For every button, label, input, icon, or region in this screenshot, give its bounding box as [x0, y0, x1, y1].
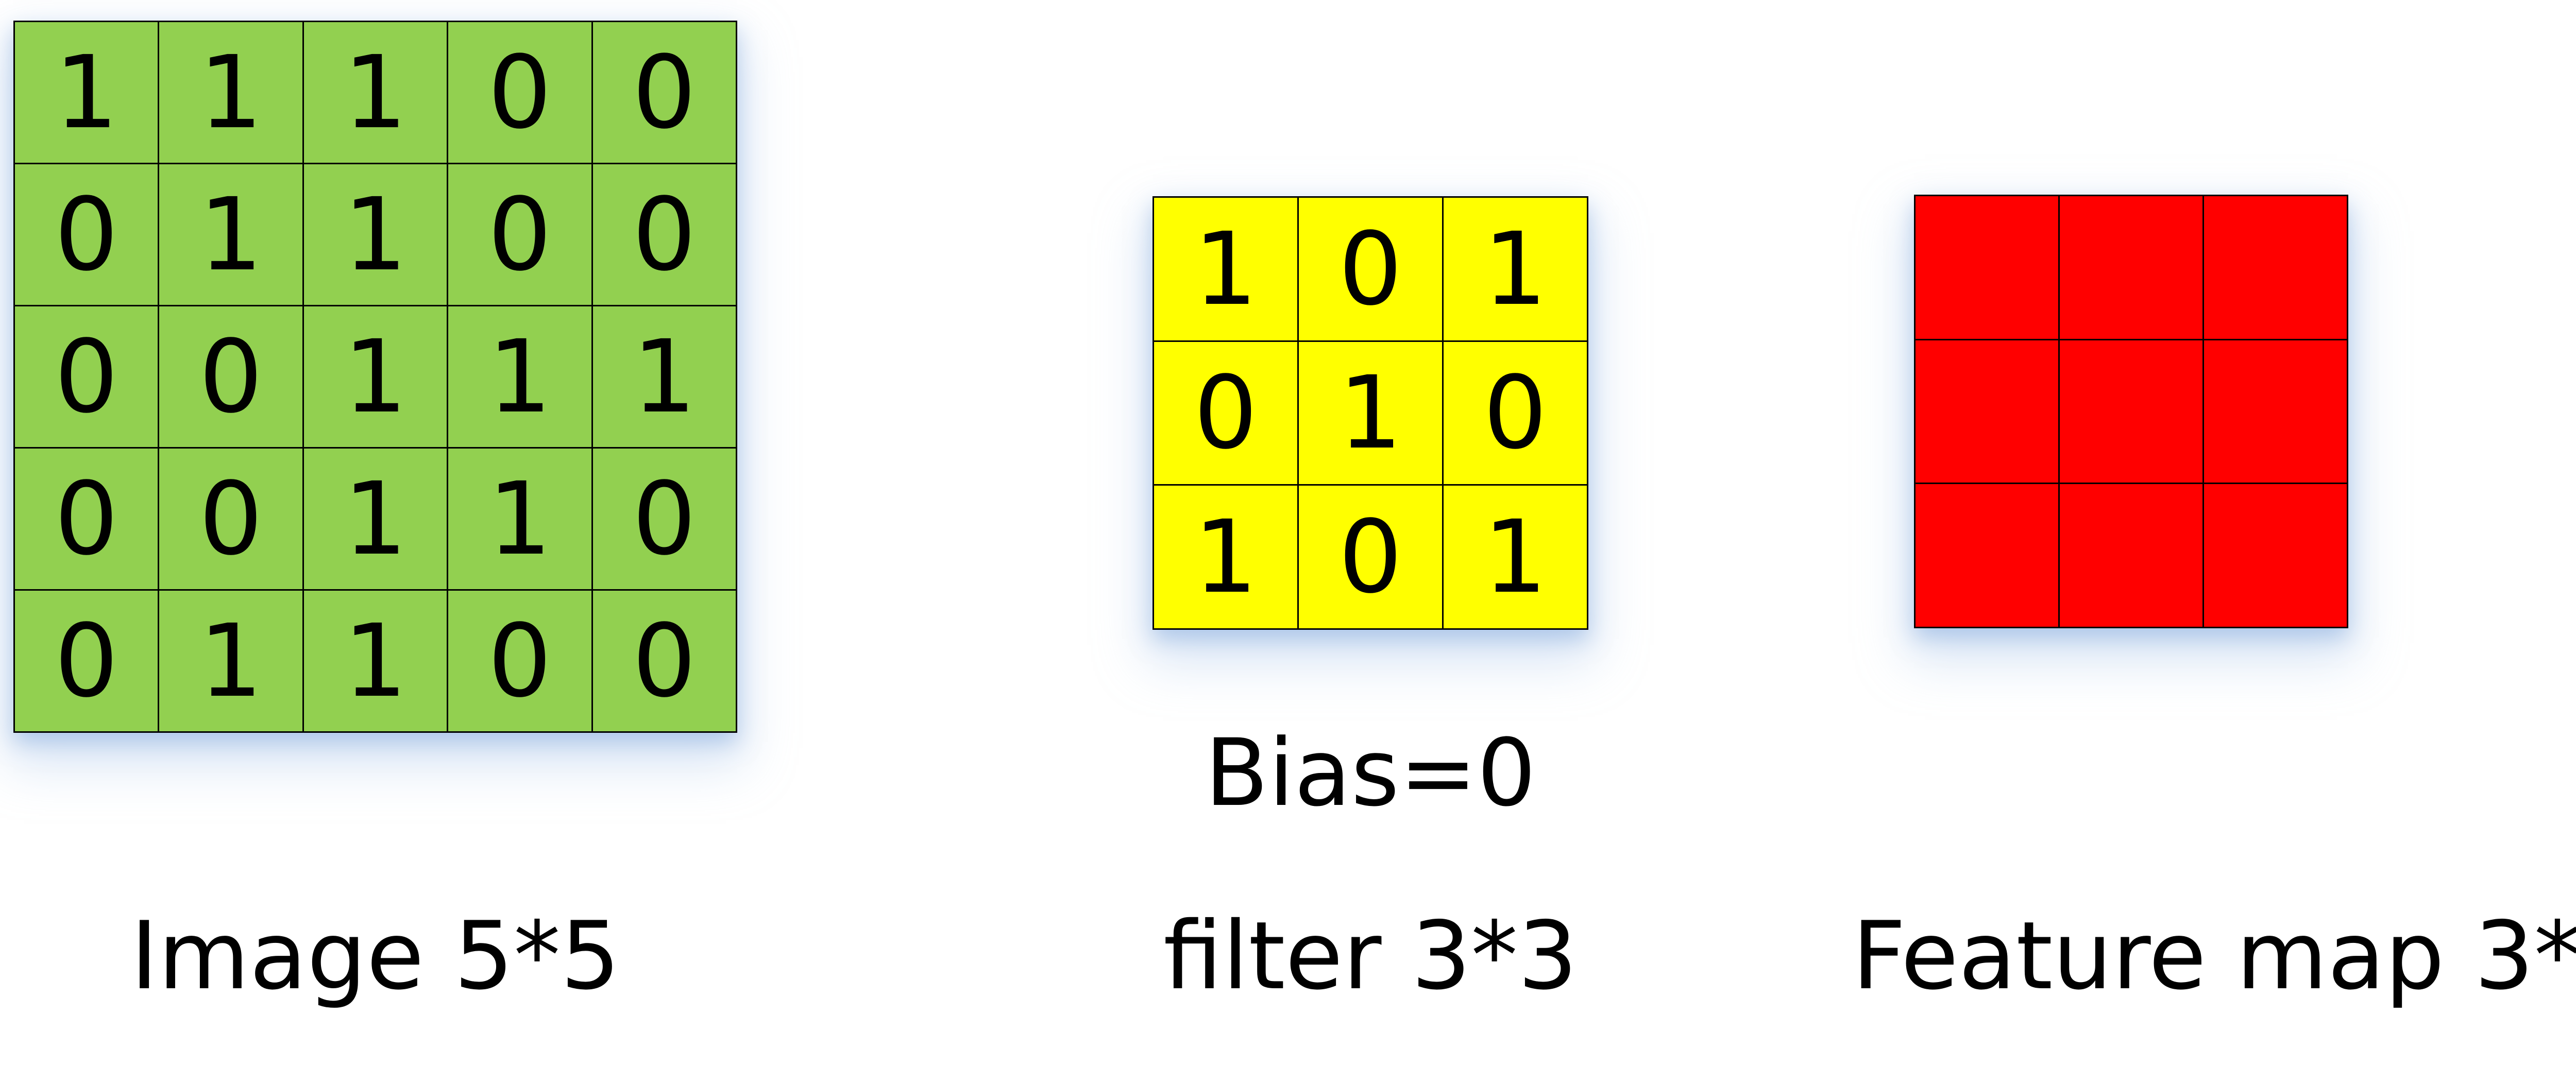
image-cell: 1: [303, 22, 447, 163]
image-cell: 0: [159, 306, 302, 447]
image-cell: 0: [592, 22, 736, 163]
feature-cell: [1916, 340, 2058, 483]
image-cell: 1: [303, 449, 447, 589]
image-cell: 1: [303, 591, 447, 731]
image-cell: 1: [303, 164, 447, 305]
filter-cell: 1: [1154, 198, 1297, 340]
image-cell: 0: [592, 164, 736, 305]
filter-cell: 1: [1444, 198, 1587, 340]
image-cell: 0: [15, 164, 158, 305]
image-cell: 1: [448, 449, 591, 589]
filter-cell: 1: [1444, 486, 1587, 628]
image-cell: 1: [159, 164, 302, 305]
image-cell: 0: [448, 22, 591, 163]
image-cell: 0: [15, 449, 158, 589]
feature-map-label: Feature map 3*3: [1852, 901, 2576, 1010]
image-cell: 0: [448, 591, 591, 731]
image-cell: 0: [159, 449, 302, 589]
filter-cell: 0: [1444, 341, 1587, 485]
bias-label: Bias=0: [1205, 719, 1536, 827]
image-cell: 1: [15, 22, 158, 163]
image-cell: 1: [159, 22, 302, 163]
filter-grid: 1 0 1 0 1 0 1 0 1: [1153, 196, 1588, 630]
filter-grid-label: filter 3*3: [1163, 901, 1578, 1010]
filter-cell: 0: [1299, 198, 1442, 340]
feature-cell: [2204, 484, 2347, 627]
filter-cell: 1: [1299, 341, 1442, 485]
feature-cell: [2060, 484, 2202, 627]
image-cell: 1: [448, 306, 591, 447]
feature-cell: [1916, 484, 2058, 627]
image-cell: 0: [448, 164, 591, 305]
image-grid-label: Image 5*5: [130, 901, 620, 1010]
filter-cell: 0: [1154, 341, 1297, 485]
feature-cell: [2204, 340, 2347, 483]
image-grid: 1 1 1 0 0 0 1 1 0 0 0 0 1 1 1 0 0 1 1 0 …: [13, 21, 737, 733]
image-cell: 0: [592, 591, 736, 731]
feature-map-grid: [1914, 195, 2348, 628]
image-cell: 0: [15, 591, 158, 731]
image-cell: 1: [159, 591, 302, 731]
filter-cell: 1: [1154, 486, 1297, 628]
filter-cell: 0: [1299, 486, 1442, 628]
feature-cell: [2060, 196, 2202, 339]
image-cell: 1: [592, 306, 736, 447]
feature-cell: [1916, 196, 2058, 339]
feature-cell: [2060, 340, 2202, 483]
feature-cell: [2204, 196, 2347, 339]
image-cell: 1: [303, 306, 447, 447]
image-cell: 0: [15, 306, 158, 447]
image-cell: 0: [592, 449, 736, 589]
